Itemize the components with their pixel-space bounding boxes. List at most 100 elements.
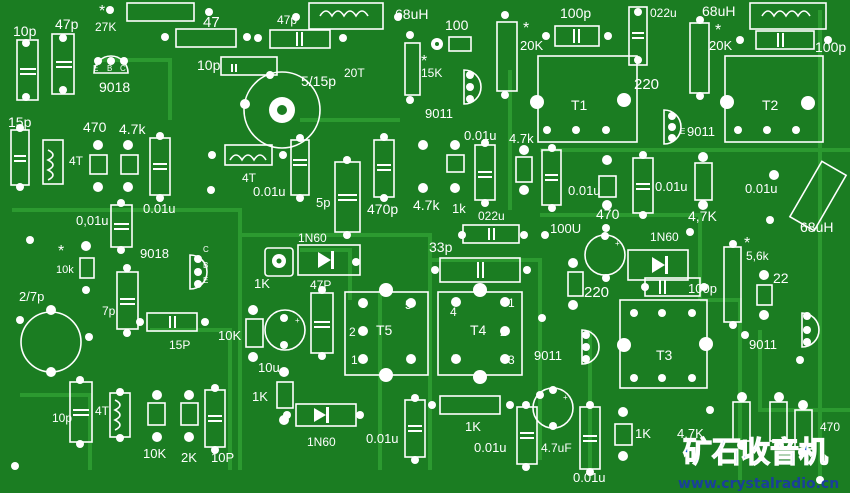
label-l68uh-b: 68uH	[702, 3, 735, 19]
label-r4-7k-a: 4.7k	[119, 121, 146, 137]
label-ebc-e-a: E	[93, 64, 98, 73]
label-q9011-b: 9011	[687, 124, 715, 139]
label-t1: T1	[571, 97, 588, 113]
label-c001u-c: 0.01u	[143, 201, 176, 216]
label-c10p-b: 10p	[197, 57, 221, 73]
label-r470-c: 470	[820, 420, 840, 434]
plus-c100u: +	[615, 239, 620, 248]
label-q9011-a: 9011	[425, 106, 453, 121]
label-c001u-d: 0.01u	[568, 183, 601, 198]
label-r4-7k-d: 4,7K	[688, 208, 717, 224]
label-c10p-c: 10p	[52, 411, 72, 425]
label-q9011-d: 9011	[749, 337, 777, 352]
pin-t4-1: 1	[508, 296, 515, 310]
label-r470-b: 470	[596, 206, 620, 222]
star-r10k: *	[58, 243, 64, 260]
label-c100p-a: 100p	[560, 5, 591, 21]
label-c001u-e2: 0.01u	[745, 181, 778, 196]
capacitor-symbols	[14, 29, 784, 442]
pin-t4-5: 5	[452, 352, 459, 366]
label-c5-15p: 5/15p	[301, 73, 336, 89]
label-r15k: 15K	[421, 66, 442, 80]
label-c7p: 7p	[102, 304, 116, 318]
label-r2k: 2K	[181, 450, 197, 465]
pin-t5a-2: 2	[349, 325, 356, 339]
pin-t5a-5: 5	[405, 298, 412, 312]
label-q9018-b: 9018	[140, 246, 169, 261]
label-c10u: 10u	[258, 360, 280, 375]
silkscreen-labels: 10p 47p * 27K 47 47p 68uH 100 * 20K 100p…	[8, 3, 846, 485]
label-d1n60-c: 1N60	[307, 435, 336, 449]
label-c001u-f: 0,01u	[76, 213, 109, 228]
label-r1k-f: 1K	[635, 426, 651, 441]
label-r47: 47	[203, 14, 220, 31]
label-c022u-a: 022u	[650, 6, 677, 20]
label-c100p-c: 100p	[688, 281, 717, 296]
pin-t4-3: 3	[508, 353, 515, 367]
label-r1k-e: 1K	[465, 419, 481, 434]
pin-t5a-4: 4	[407, 353, 414, 367]
label-r10k-a: 10k	[56, 264, 74, 276]
label-r4-7k-b: 4.7k	[509, 131, 534, 146]
label-r5-6k: 5,6k	[746, 249, 770, 263]
label-r20k-b: 20K	[709, 38, 732, 53]
label-c2-7p: 2/7p	[19, 289, 44, 304]
coil-symbols	[46, 10, 811, 431]
label-c001u-g: 0.01u	[366, 431, 399, 446]
label-l4t-c: 4T	[95, 404, 110, 418]
label-r4-7k-e: 4,7K	[677, 426, 704, 441]
label-c470p: 470p	[367, 201, 398, 217]
label-r27k: 27K	[95, 20, 116, 34]
label-l68uh-a: 68uH	[395, 6, 428, 22]
label-q9011-c: 9011	[534, 348, 562, 363]
label-r100-a: 100	[445, 17, 469, 33]
label-c10p-a: 10p	[13, 23, 37, 39]
label-d1n60-a: 1N60	[298, 231, 327, 245]
label-c001u-b: 0.01u	[253, 184, 286, 199]
label-t3: T3	[656, 347, 673, 363]
label-c15p-b: 15P	[169, 338, 190, 352]
label-ebc-b-a: B	[107, 64, 112, 73]
label-r10k-b: 10K	[218, 328, 241, 343]
label-t5: T5	[376, 322, 393, 338]
label-c5p: 5p	[316, 195, 330, 210]
star-r20k: *	[523, 20, 529, 37]
watermark-title: 矿石收音机	[683, 435, 828, 469]
watermark: 矿石收音机 www.crystalradio.cn	[678, 434, 839, 492]
label-c47p-c: 47P	[310, 278, 331, 292]
pin-t5a-3: 3	[360, 297, 367, 311]
label-c47uf: 4.7uF	[541, 441, 572, 455]
star-r27k: *	[99, 3, 105, 20]
label-r4-7k-c: 4.7k	[413, 197, 440, 213]
pad-holes	[276, 42, 439, 264]
label-c15p: 15p	[8, 114, 32, 130]
label-ebc-c-b: C	[203, 245, 209, 254]
label-t4: T4	[470, 322, 487, 338]
label-c47p-b: 47p	[277, 13, 297, 27]
label-c47p-a: 47p	[55, 16, 79, 32]
pin-t5a-1: 1	[351, 353, 358, 367]
label-t2: T2	[762, 97, 779, 113]
label-ebc-e-b: E	[203, 276, 208, 285]
label-ebc-q9011: E	[680, 127, 685, 136]
star-r20k-b: *	[715, 22, 721, 39]
label-ebc-b-b: B	[203, 261, 208, 270]
label-r1k-b: 1K	[254, 276, 270, 291]
watermark-url: www.crystalradio.cn	[678, 476, 839, 492]
label-ebc-c-a: C	[120, 64, 126, 73]
label-c001u-h: 0.01u	[474, 440, 507, 455]
label-r220-b: 220	[584, 284, 609, 301]
label-c001u-i: 0.01u	[573, 470, 606, 485]
label-t20: 20T	[344, 66, 365, 80]
label-r470-a: 470	[83, 119, 107, 135]
label-c022u-b: 022u	[478, 209, 505, 223]
star-r15k: *	[421, 53, 427, 70]
diode-symbols	[314, 251, 668, 423]
label-c001u-a: 0.01u	[464, 128, 497, 143]
pin-t4-2: 2	[500, 325, 507, 339]
label-c100u: 100U	[550, 221, 581, 236]
label-r20k: 20K	[520, 38, 543, 53]
label-c100p-b: 100p	[815, 39, 846, 55]
